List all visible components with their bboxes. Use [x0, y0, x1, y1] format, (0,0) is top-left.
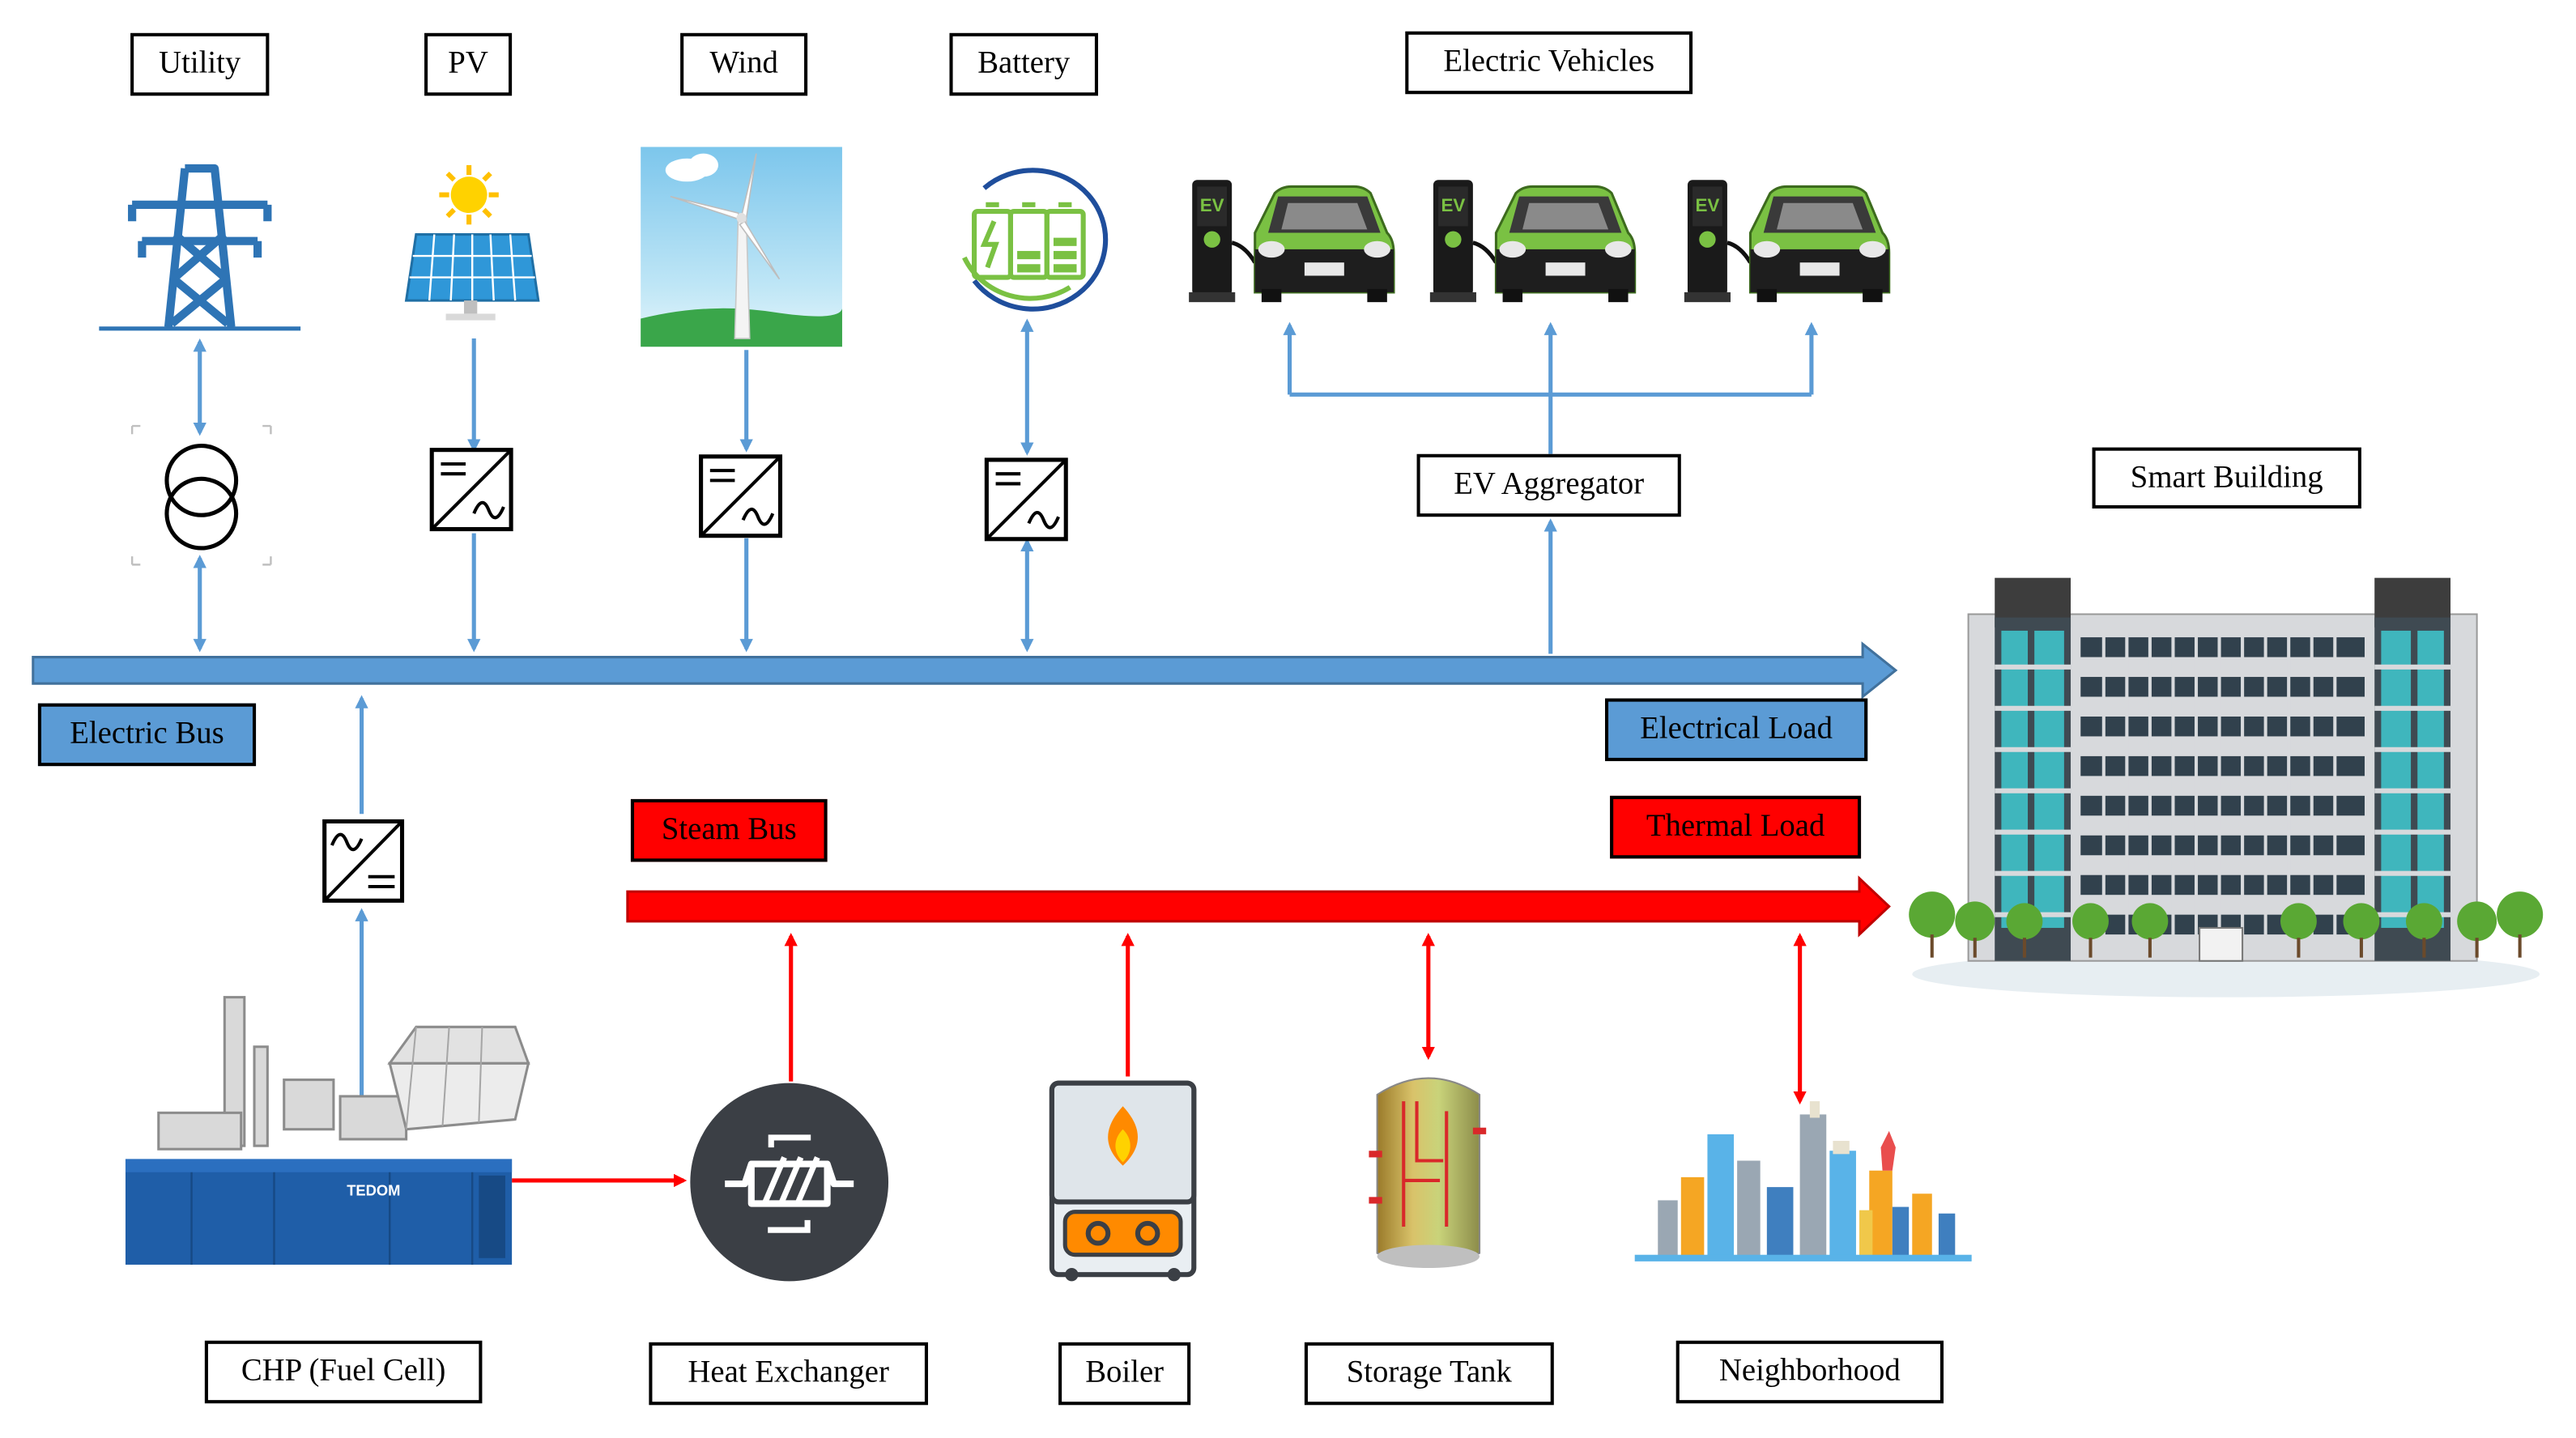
ev-charger-icon: EV — [1189, 180, 1395, 303]
pv-label: PV — [424, 32, 513, 96]
steam-bus-arrow — [626, 875, 1891, 938]
chp-brand-text: TEDOM — [347, 1181, 400, 1198]
boiler-icon — [1049, 1080, 1197, 1282]
electric-bus-arrow — [32, 641, 1898, 700]
ev-charger-icon: EV — [1684, 180, 1891, 303]
city-skyline-icon — [1634, 1101, 1972, 1261]
battery-icon — [962, 168, 1109, 312]
smart-building-label: Smart Building — [2092, 447, 2361, 509]
solar-panel-icon — [404, 164, 540, 321]
inverter-icon — [429, 448, 513, 532]
heat-exchanger-label: Heat Exchanger — [649, 1342, 928, 1406]
neighborhood-label: Neighborhood — [1675, 1340, 1944, 1404]
storage-tank-icon — [1369, 1077, 1487, 1269]
ev-badge: EV — [1695, 195, 1719, 215]
ev-badge: EV — [1441, 195, 1465, 215]
transformer-icon — [130, 424, 272, 566]
heat-exchanger-icon — [690, 1083, 889, 1282]
inverter-icon — [699, 454, 783, 538]
ev-aggregator-label: EV Aggregator — [1416, 453, 1681, 517]
chp-engine-icon: TEDOM — [125, 996, 530, 1265]
transmission-tower-icon — [99, 164, 301, 331]
inverter-icon — [984, 457, 1068, 542]
steam-bus-label: Steam Bus — [630, 798, 828, 862]
electrical-load-label: Electrical Load — [1605, 698, 1868, 762]
utility-label: Utility — [130, 32, 270, 96]
building-icon — [1909, 577, 2544, 998]
electric-bus-label: Electric Bus — [37, 703, 257, 767]
battery-label: Battery — [949, 32, 1099, 96]
chp-label: CHP (Fuel Cell) — [204, 1340, 483, 1404]
ev-charger-icon: EV — [1429, 180, 1637, 303]
electric-vehicles-label: Electric Vehicles — [1405, 31, 1693, 95]
thermal-load-label: Thermal Load — [1610, 795, 1862, 859]
wind-label: Wind — [680, 32, 808, 96]
boiler-label: Boiler — [1058, 1342, 1191, 1406]
inverter-icon — [322, 819, 405, 903]
storage-tank-label: Storage Tank — [1304, 1342, 1554, 1406]
wind-turbine-icon — [641, 147, 842, 347]
ev-badge: EV — [1200, 195, 1224, 215]
